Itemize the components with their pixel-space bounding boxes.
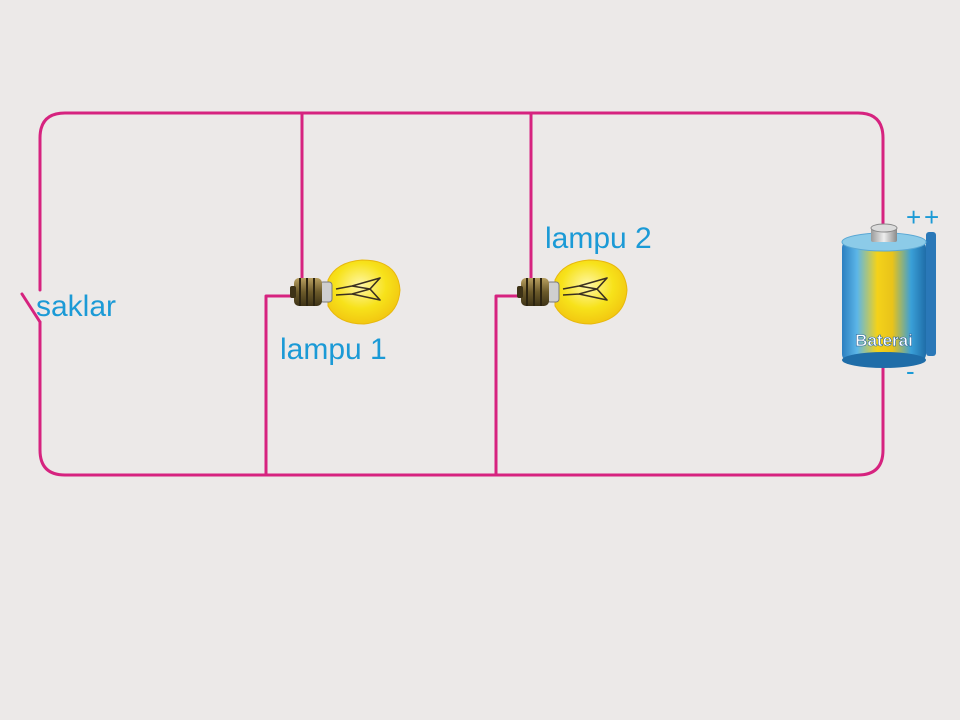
battery-plus-label: +: [906, 202, 921, 232]
battery-minus-label: -: [906, 356, 915, 386]
battery-bottom: [842, 352, 926, 368]
battery-body: [842, 240, 926, 362]
bulb-icon: [517, 259, 628, 325]
switch-label: saklar: [36, 290, 116, 323]
bottom-wire: [38, 320, 885, 477]
bulb-filament: [335, 277, 381, 301]
bulb-filament: [562, 277, 608, 301]
lamp-2: [517, 259, 628, 325]
battery-label: Baterai: [855, 331, 913, 350]
branch2-bottom-wire: [494, 294, 522, 477]
battery-cap-top: [870, 223, 898, 233]
switch: saklar: [20, 290, 116, 324]
branch1-bottom-wire: [264, 294, 295, 477]
battery-second-edge: [926, 232, 936, 356]
battery-plus-label-2: +: [924, 202, 939, 232]
lamp-2-label: lampu 2: [545, 222, 652, 255]
top-wire: [38, 111, 885, 292]
lamp-1-label: lampu 1: [280, 333, 387, 366]
bulb-glass: [327, 259, 401, 325]
bulb-tip: [517, 286, 523, 298]
bulb-glass: [554, 259, 628, 325]
lamp-1: [290, 259, 401, 325]
battery: Baterai + + -: [841, 202, 939, 386]
circuit-wires: [38, 111, 885, 477]
switch-lever: [20, 292, 42, 324]
bulb-icon: [290, 259, 401, 325]
bulb-tip: [290, 286, 296, 298]
